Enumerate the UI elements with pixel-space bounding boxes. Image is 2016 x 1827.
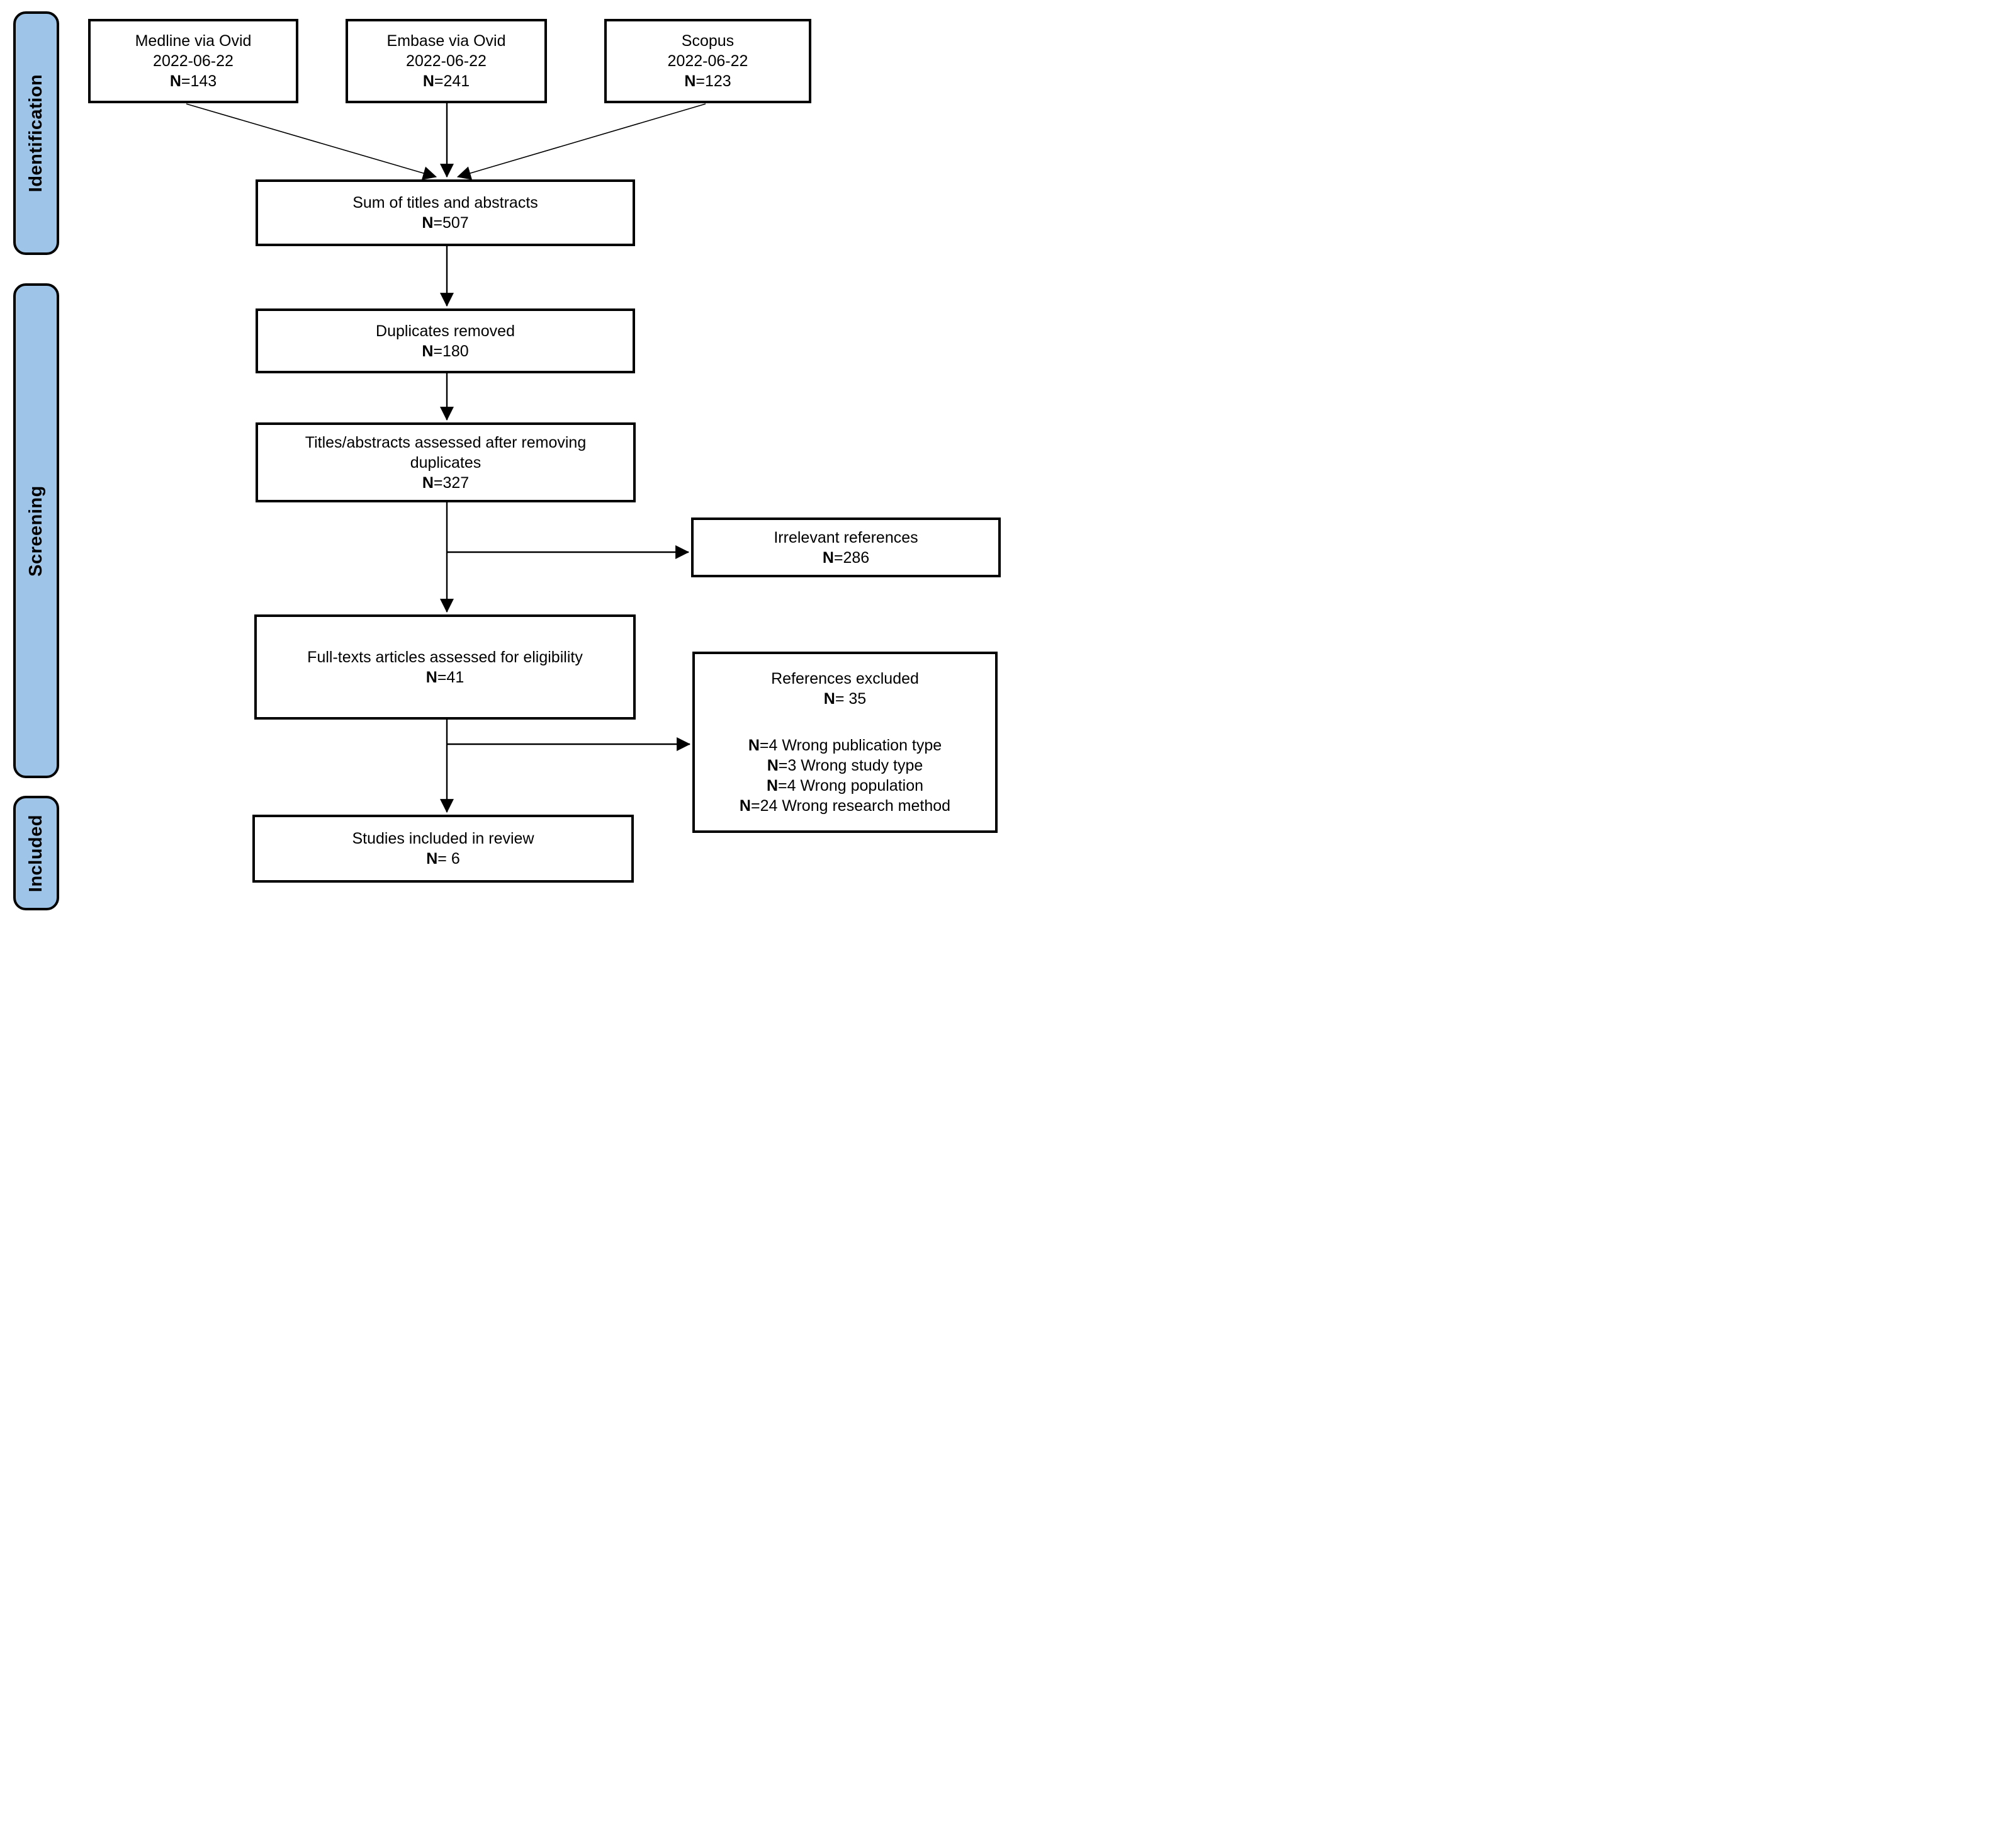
arrow-layer — [186, 103, 706, 813]
n-label: N — [766, 777, 779, 795]
box-n-line: N=507 — [422, 213, 468, 233]
n-label: N — [748, 737, 760, 754]
n-value: =241 — [434, 72, 470, 90]
box-n-line: N=180 — [422, 341, 468, 361]
box-line: Sum of titles and abstracts — [352, 194, 538, 212]
box-line: duplicates — [410, 453, 481, 472]
n-value: =507 — [433, 214, 469, 232]
n-value: =3 Wrong study type — [778, 757, 923, 774]
stage-included-label: Included — [26, 814, 47, 892]
box-embase-source: Embase via Ovid 2022-06-22 N=241 — [346, 19, 547, 103]
box-n-line: N= 35 — [824, 689, 866, 709]
prisma-flow-diagram: Identification Screening Included Medlin… — [0, 0, 1008, 914]
excluded-reason-line: N=24 Wrong research method — [740, 796, 950, 816]
box-line: 2022-06-22 — [406, 52, 487, 70]
arrow-medline-to-sum — [186, 103, 437, 180]
n-label: N — [422, 342, 434, 360]
box-n-line: N=327 — [422, 473, 469, 493]
n-value: =286 — [833, 548, 870, 567]
box-line: 2022-06-22 — [667, 52, 748, 70]
excluded-reason-line: N=4 Wrong population — [767, 776, 923, 796]
n-value: = 6 — [437, 850, 460, 868]
box-titles-abstracts-assessed: Titles/abstracts assessed after removing… — [256, 422, 636, 502]
stage-identification: Identification — [13, 11, 59, 255]
box-line: Scopus — [681, 32, 735, 50]
box-sum-titles-abstracts: Sum of titles and abstracts N=507 — [256, 179, 635, 246]
excluded-reason-line: N=4 Wrong publication type — [748, 735, 942, 755]
n-label: N — [739, 797, 751, 815]
n-value: =4 Wrong publication type — [759, 737, 942, 754]
n-label: N — [767, 757, 779, 774]
box-line: References excluded — [771, 670, 919, 687]
n-label: N — [422, 473, 434, 492]
box-line: Full-texts articles assessed for eligibi… — [307, 648, 583, 666]
box-line: Titles/abstracts assessed after removing — [305, 433, 587, 451]
stage-screening-label: Screening — [26, 485, 46, 577]
n-label: N — [426, 850, 438, 868]
n-value: =4 Wrong population — [778, 777, 924, 795]
n-value: =123 — [695, 72, 731, 90]
n-value: = 35 — [835, 690, 867, 708]
stage-screening: Screening — [13, 283, 59, 778]
box-scopus-source: Scopus 2022-06-22 N=123 — [604, 19, 811, 103]
box-n-line: N=143 — [170, 71, 217, 91]
box-n-line: N=286 — [823, 548, 869, 568]
n-label: N — [822, 548, 834, 567]
box-n-line: N= 6 — [426, 849, 460, 869]
box-n-line: N=241 — [423, 71, 470, 91]
excluded-reason-line: N=3 Wrong study type — [767, 755, 923, 776]
arrow-scopus-to-sum — [456, 103, 706, 180]
n-value: =143 — [181, 72, 217, 90]
box-studies-included: Studies included in review N= 6 — [252, 815, 634, 883]
box-line: Embase via Ovid — [386, 32, 506, 50]
box-irrelevant-references: Irrelevant references N=286 — [691, 518, 1001, 577]
n-label: N — [684, 72, 696, 90]
box-medline-source: Medline via Ovid 2022-06-22 N=143 — [88, 19, 298, 103]
n-value: =327 — [433, 473, 470, 492]
box-fulltexts-assessed: Full-texts articles assessed for eligibi… — [254, 614, 636, 720]
n-label: N — [422, 214, 434, 232]
box-line: Medline via Ovid — [135, 32, 252, 50]
n-value: =180 — [433, 342, 469, 360]
box-line: 2022-06-22 — [153, 52, 234, 70]
box-duplicates-removed: Duplicates removed N=180 — [256, 308, 635, 373]
box-n-line: N=41 — [426, 667, 464, 687]
stage-included: Included — [13, 796, 59, 910]
n-label: N — [823, 690, 835, 708]
box-line: Studies included in review — [352, 830, 534, 847]
n-label: N — [169, 72, 181, 90]
n-label: N — [425, 668, 437, 686]
box-line: Irrelevant references — [774, 528, 918, 546]
box-n-line: N=123 — [684, 71, 731, 91]
n-label: N — [422, 72, 434, 90]
box-line: Duplicates removed — [376, 322, 515, 340]
n-value: =24 Wrong research method — [750, 797, 951, 815]
stage-identification-label: Identification — [26, 74, 47, 193]
box-references-excluded: References excluded N= 35 N=4 Wrong publ… — [692, 652, 998, 833]
n-value: =41 — [437, 668, 465, 686]
